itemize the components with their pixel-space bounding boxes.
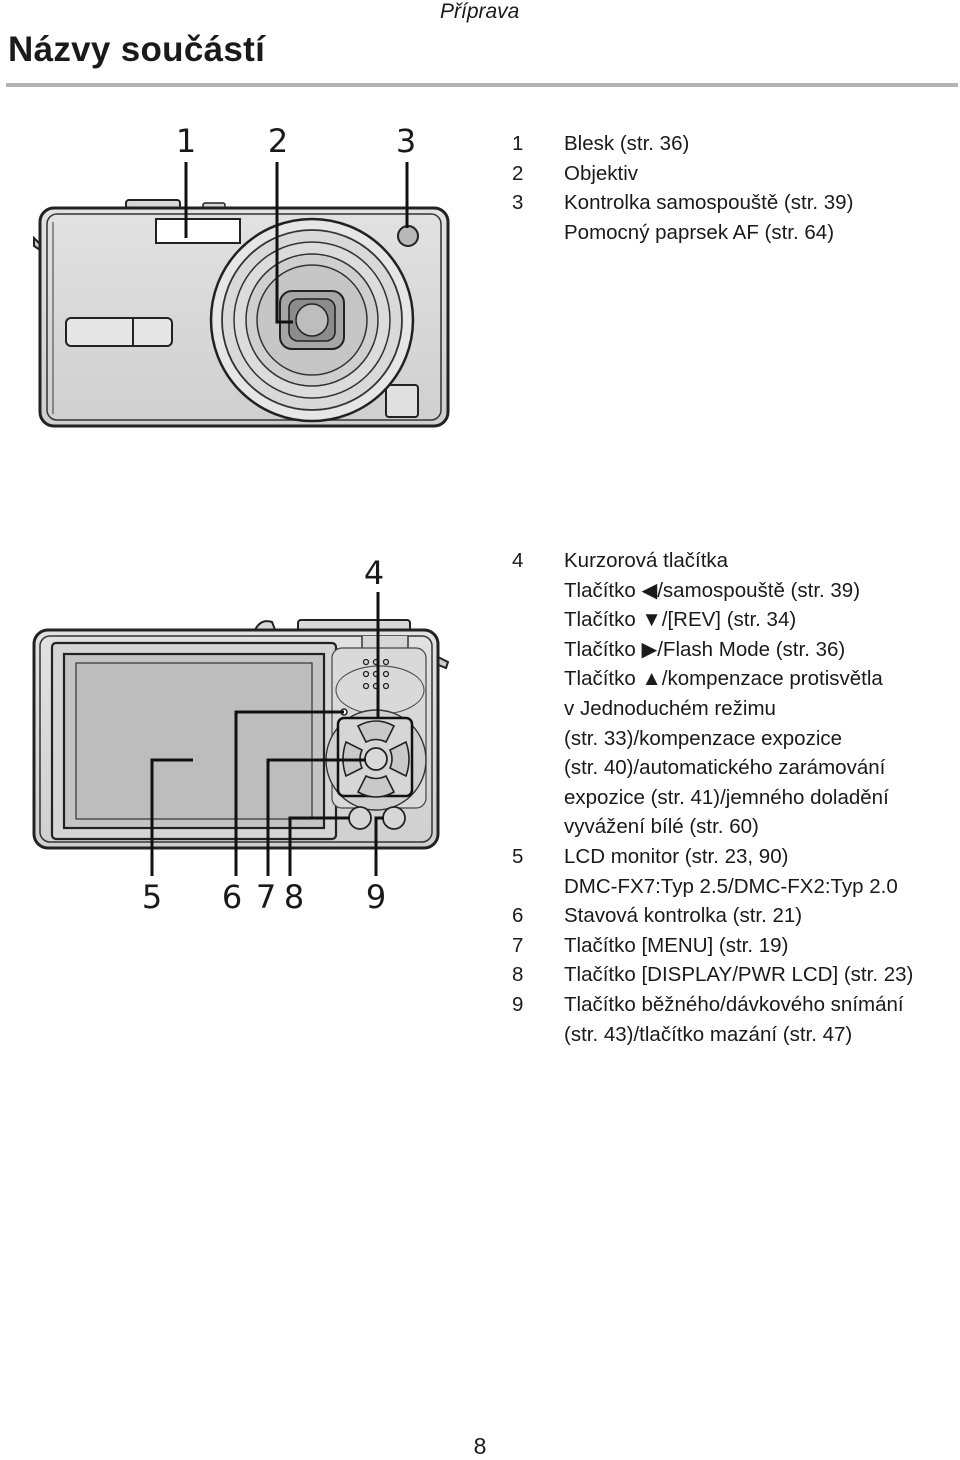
- part-description-line: Pomocný paprsek AF (str. 64): [564, 220, 835, 244]
- part-number: 6: [512, 904, 524, 928]
- part-item: 8 Tlačítko [DISPLAY/PWR LCD] (str. 23): [512, 960, 913, 990]
- part-number: 1: [512, 132, 524, 155]
- part-description-line: Tlačítko [MENU] (str. 19): [564, 933, 789, 957]
- flash-window: [155, 218, 241, 244]
- front-parts-list: 1 Blesk (str. 36) 2 Objektiv 3 Kontrolka samo…: [512, 129, 853, 247]
- part-description-line: (str. 43)/tlačítko mazání (str. 47): [564, 1022, 853, 1046]
- part-description: LCD monitor (str. 23, 90) DMC-FX7:Typ 2.5…: [564, 842, 913, 901]
- self-timer-lamp: [397, 225, 419, 247]
- part-description-line: expozice (str. 41)/jemného doladění: [564, 785, 889, 809]
- part-description-line: Tlačítko ▼/[REV] (str. 34): [564, 608, 797, 632]
- part-number: 2: [512, 161, 524, 185]
- part-description-line: Tlačítko ◀/samospouště (str. 39): [564, 578, 861, 602]
- callout-4: 4: [364, 554, 384, 592]
- callout-1: 1: [176, 122, 196, 160]
- part-description-line: Kontrolka samospouště (str. 39): [564, 191, 854, 215]
- part-description: Stavová kontrolka (str. 21): [564, 901, 913, 931]
- menu-button: [364, 747, 388, 771]
- camera-back-view: 4 5 6 7 8 9: [32, 554, 450, 916]
- display-button: [348, 806, 372, 830]
- callout-8: 8: [284, 878, 304, 916]
- part-number: 5: [512, 844, 524, 868]
- callout-9: 9: [366, 878, 386, 916]
- part-item: 2 Objektiv: [512, 159, 853, 189]
- part-description-line: Tlačítko [DISPLAY/PWR LCD] (str. 23): [564, 963, 914, 987]
- callout-3: 3: [396, 122, 416, 160]
- part-number: 8: [512, 963, 524, 987]
- part-item: 1 Blesk (str. 36): [512, 129, 853, 159]
- callout-5: 5: [142, 878, 162, 916]
- part-description: Tlačítko [DISPLAY/PWR LCD] (str. 23): [564, 960, 913, 990]
- part-description-line: v Jednoduchém režimu: [564, 696, 776, 720]
- part-item: 5 LCD monitor (str. 23, 90) DMC-FX7:Typ 2.…: [512, 842, 913, 901]
- part-item: 6 Stavová kontrolka (str. 21): [512, 901, 913, 931]
- callout-7: 7: [256, 878, 276, 916]
- burst-delete-button: [382, 806, 406, 830]
- part-description-line: Blesk (str. 36): [564, 132, 690, 155]
- camera-front-view: 1 2 3: [33, 122, 450, 428]
- part-description-line: Kurzorová tlačítka: [564, 549, 729, 572]
- part-description-line: Tlačítko běžného/dávkového snímání: [564, 992, 904, 1016]
- part-description-line: (str. 33)/kompenzace expozice: [564, 726, 843, 750]
- callout-2: 2: [268, 122, 288, 160]
- part-description: Objektiv: [564, 159, 853, 189]
- callout-6: 6: [222, 878, 242, 916]
- part-description: Blesk (str. 36): [564, 129, 853, 159]
- part-description-line: Tlačítko ▶/Flash Mode (str. 36): [564, 637, 846, 661]
- page-title: Názvy součástí: [8, 30, 266, 69]
- part-description-line: Tlačítko ▲/kompenzace protisvětla: [564, 667, 883, 691]
- part-description: Kontrolka samospouště (str. 39) Pomocný p…: [564, 188, 853, 247]
- part-description-line: LCD monitor (str. 23, 90): [564, 844, 789, 868]
- part-description-line: Stavová kontrolka (str. 21): [564, 904, 803, 928]
- part-description-line: Objektiv: [564, 161, 639, 185]
- page-number: 8: [473, 1433, 487, 1459]
- part-number: 7: [512, 933, 524, 957]
- part-description-line: vyvážení bílé (str. 60): [564, 815, 759, 839]
- part-description: Tlačítko běžného/dávkového snímání (str. …: [564, 990, 913, 1049]
- part-item: 3 Kontrolka samospouště (str. 39) Pomocný …: [512, 188, 853, 247]
- title-rule: [6, 83, 958, 87]
- part-number: 9: [512, 992, 524, 1016]
- camera-diagram: 1 2 3: [32, 122, 450, 916]
- part-item: 7 Tlačítko [MENU] (str. 19): [512, 931, 913, 961]
- part-number: 4: [512, 549, 524, 572]
- part-description-line: (str. 40)/automatického zarámování: [564, 756, 886, 780]
- lens: [209, 217, 415, 423]
- part-description: Tlačítko [MENU] (str. 19): [564, 931, 913, 961]
- part-description-line: DMC-FX7:Typ 2.5/DMC-FX2:Typ 2.0: [564, 874, 898, 898]
- section-label: Příprava: [440, 0, 520, 23]
- cursor-buttons: [325, 709, 427, 811]
- part-number: 3: [512, 191, 524, 215]
- part-item: 9 Tlačítko běžného/dávkového snímání (str.…: [512, 990, 913, 1049]
